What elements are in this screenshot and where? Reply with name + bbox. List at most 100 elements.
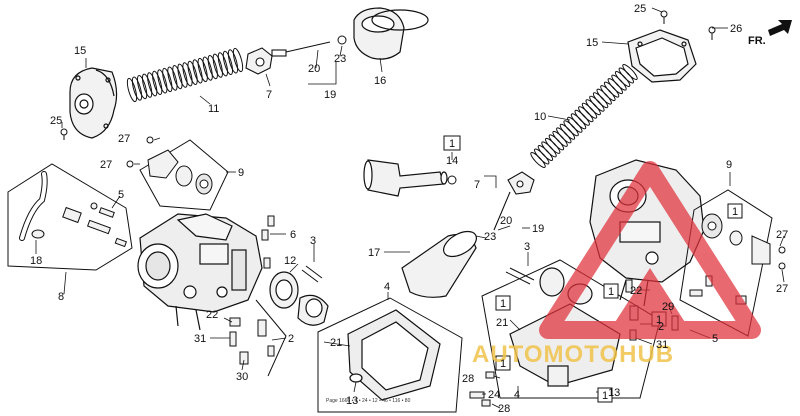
spring-coil xyxy=(197,57,208,83)
spring-coil xyxy=(207,55,218,80)
spring-coil xyxy=(212,53,223,78)
front-arrow-icon xyxy=(768,20,792,36)
label-4-center: 4 xyxy=(384,281,390,293)
label-7-center: 7 xyxy=(474,179,480,191)
spring-coil xyxy=(126,77,138,103)
screws-28-24 xyxy=(469,371,495,407)
bracket-lines-2-left xyxy=(255,299,287,377)
label-21-center: 21 xyxy=(330,337,342,349)
label-13-right: 13 xyxy=(608,387,620,399)
label-8: 8 xyxy=(58,291,64,303)
spring-coil xyxy=(596,88,612,105)
pin-3-left xyxy=(301,265,323,283)
spring-coil xyxy=(600,85,616,102)
spring-coil xyxy=(202,56,213,81)
label-27-a: 27 xyxy=(118,133,130,145)
spring-coil xyxy=(581,102,598,119)
label-17: 17 xyxy=(368,247,380,259)
float-chamber-box-right xyxy=(481,259,661,399)
diaphragm-cover-right xyxy=(627,29,697,83)
label-5-left: 5 xyxy=(118,189,124,201)
spring-coil xyxy=(162,67,173,93)
label-27-c: 27 xyxy=(776,229,788,241)
screw-27-a xyxy=(146,136,154,144)
screw-25-right xyxy=(660,10,668,24)
label-10: 10 xyxy=(534,111,546,123)
watermark-logo xyxy=(539,161,761,339)
label-27-d: 27 xyxy=(776,283,788,295)
spring-coil xyxy=(530,152,546,168)
spring-coil xyxy=(614,71,631,87)
label-23-center: 23 xyxy=(484,231,496,243)
part-number-labels: 25 26 FR. 15 15 25 11 7 20 23 19 16 10 2… xyxy=(30,3,788,415)
spring-coil xyxy=(167,66,178,91)
spring-11 xyxy=(126,47,244,103)
tee-fitting xyxy=(363,159,448,197)
spring-coil xyxy=(592,92,609,109)
label-21-right: 21 xyxy=(496,317,508,329)
spring-10 xyxy=(530,64,638,168)
label-30: 30 xyxy=(236,371,248,383)
spring-coil xyxy=(537,145,554,161)
watermark-text: AUTOMOTOHUB xyxy=(472,341,674,368)
chamber-funnel-17 xyxy=(401,230,477,298)
label-15-left: 15 xyxy=(74,45,86,57)
spring-coil xyxy=(187,60,198,85)
diaphragm-cover-left xyxy=(69,67,118,139)
jet-parts-5-left xyxy=(62,202,128,248)
spring-coil xyxy=(152,70,163,95)
screw-27-b xyxy=(126,160,134,168)
label-1-center: 1 xyxy=(449,138,455,150)
diaphragm-assembly-9-right xyxy=(679,189,773,337)
spring-coil xyxy=(589,95,605,112)
label-28-bottom: 28 xyxy=(498,403,510,415)
label-19-center: 19 xyxy=(532,223,544,235)
label-1-box-c: 1 xyxy=(608,286,614,298)
float-chamber-box-left xyxy=(317,297,463,413)
label-28-top: 28 xyxy=(462,373,474,385)
label-12: 12 xyxy=(284,255,296,267)
spring-coil xyxy=(157,69,168,94)
label-13-center: 13 xyxy=(346,395,358,407)
label-2-left: 2 xyxy=(288,333,294,345)
spring-coil xyxy=(141,73,153,98)
spring-coil xyxy=(534,148,550,165)
spring-coil xyxy=(552,130,568,147)
washer-14 xyxy=(447,175,457,185)
label-11: 11 xyxy=(208,103,219,115)
label-1-box-f: 1 xyxy=(732,206,738,218)
label-9-right: 9 xyxy=(726,159,732,171)
spring-coil xyxy=(585,99,601,116)
label-16: 16 xyxy=(374,75,386,87)
spring-coil xyxy=(172,65,183,90)
label-20-center: 20 xyxy=(500,215,512,227)
spring-coil xyxy=(131,76,143,101)
spring-coil xyxy=(570,113,587,130)
washer-23-top xyxy=(337,35,347,45)
label-1-box-e: 1 xyxy=(602,390,608,402)
screws-27-right xyxy=(778,246,786,270)
label-5-right: 5 xyxy=(712,333,718,345)
label-1-box-d: 1 xyxy=(656,314,662,326)
spring-coil xyxy=(182,62,193,87)
float-chamber-gasket-21 xyxy=(347,309,441,401)
label-9-left: 9 xyxy=(238,167,244,179)
spring-coil xyxy=(147,72,158,97)
insulator-12 xyxy=(269,271,329,326)
needle-holder-7-top xyxy=(245,41,331,75)
spring-coil xyxy=(545,137,561,154)
label-25-top: 25 xyxy=(634,3,646,15)
screw-26 xyxy=(708,26,716,40)
label-1-box-b: 1 xyxy=(500,358,506,370)
footer-note: Page 1666 • 1 • 24 • 12 • 46 • 116 • 80 xyxy=(326,398,411,404)
label-26: 26 xyxy=(730,23,742,35)
spring-coil xyxy=(567,116,583,133)
label-22-right: 22 xyxy=(630,285,642,297)
label-22-left: 22 xyxy=(206,309,218,321)
spring-coil xyxy=(607,78,623,95)
spring-coil xyxy=(563,120,579,137)
spring-coil xyxy=(232,47,244,73)
label-14: 14 xyxy=(446,155,458,167)
label-24: 24 xyxy=(488,389,500,401)
